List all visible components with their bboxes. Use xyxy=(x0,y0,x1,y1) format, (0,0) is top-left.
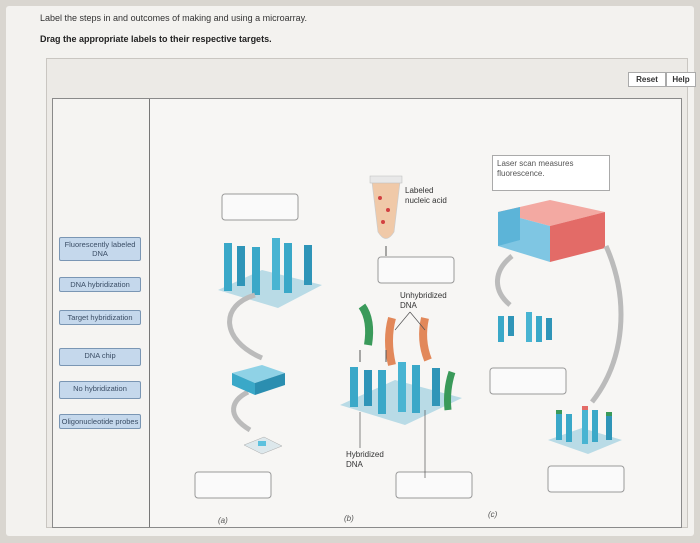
chip-icon xyxy=(232,365,285,395)
drop-target-c-middle[interactable] xyxy=(489,367,567,395)
reset-button[interactable]: Reset xyxy=(628,72,666,87)
panel-a-caption: (a) xyxy=(218,516,228,525)
label-fluorescently-labeled-dna[interactable]: Fluorescently labeled DNA xyxy=(59,237,141,261)
probe-strips-icon xyxy=(498,312,552,342)
drop-target-b-bottom[interactable] xyxy=(395,471,473,499)
hybridization-array-icon xyxy=(340,303,462,478)
arrow-icon xyxy=(231,389,252,433)
arrow-icon xyxy=(590,244,624,404)
drop-target-a-top[interactable] xyxy=(221,193,299,221)
label-dna-chip[interactable]: DNA chip xyxy=(59,348,141,366)
labeled-nucleic-acid-text: Labeled nucleic acid xyxy=(405,186,447,205)
hybridized-dna-text: Hybridized DNA xyxy=(346,450,384,469)
label-target-hybridization[interactable]: Target hybridization xyxy=(59,310,141,325)
instruction-bold: Drag the appropriate labels to their res… xyxy=(40,34,272,44)
arrow-icon xyxy=(495,254,514,307)
drop-target-a-bottom[interactable] xyxy=(194,471,272,499)
label-oligonucleotide-probes[interactable]: Oligonucleotide probes xyxy=(59,414,141,429)
help-button[interactable]: Help xyxy=(666,72,696,87)
scanned-array-icon xyxy=(548,406,622,454)
drop-target-b-top[interactable] xyxy=(377,256,455,284)
label-tray: Fluorescently labeled DNA DNA hybridizat… xyxy=(53,99,150,527)
instruction-text: Label the steps in and outcomes of makin… xyxy=(40,13,307,23)
scanner-chip-icon xyxy=(498,200,605,262)
drop-target-c-bottom[interactable] xyxy=(547,465,625,493)
panel-c-caption: (c) xyxy=(488,510,498,519)
probe-array-icon xyxy=(218,238,322,308)
laser-scan-text: Laser scan measures fluorescence. xyxy=(492,155,610,191)
panel-b-caption: (b) xyxy=(344,514,354,523)
label-no-hybridization[interactable]: No hybridization xyxy=(59,381,141,399)
unhybridized-dna-text: Unhybridized DNA xyxy=(400,291,447,310)
label-dna-hybridization[interactable]: DNA hybridization xyxy=(59,277,141,292)
test-tube-icon xyxy=(369,175,403,256)
arrow-icon xyxy=(227,292,264,361)
